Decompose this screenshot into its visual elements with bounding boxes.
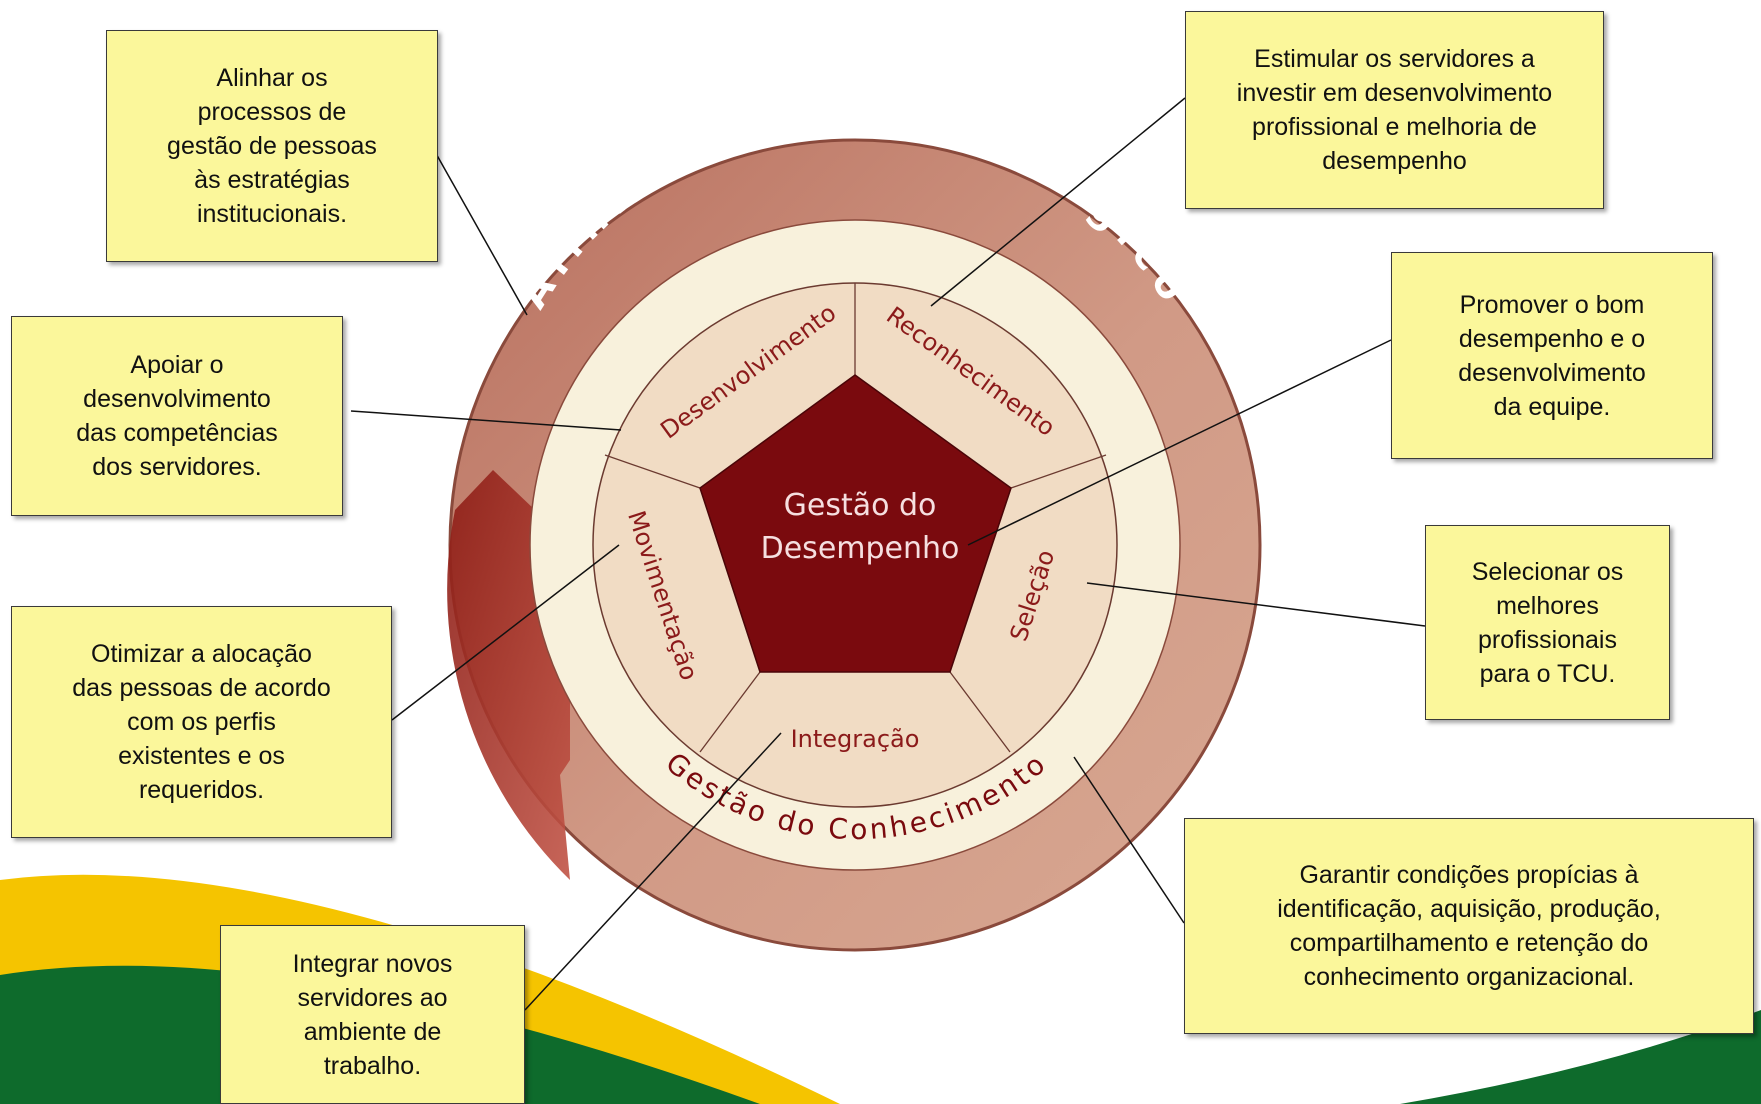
connector-selecionar [1086,582,1426,627]
connector-apoiar [350,410,622,431]
center-pentagon [699,374,1012,673]
callout-alinhar-text: Alinhar os processos de gestão de pessoa… [167,64,377,228]
divider-right [1010,454,1107,489]
callout-estimular-text: Estimular os servidores a investir em de… [1236,45,1553,175]
callout-apoiar: Apoiar o desenvolvimento das competência… [11,316,343,516]
segment-label-integracao: Integração [791,725,920,753]
callout-promover: Promover o bom desempenho e o desenvolvi… [1391,252,1713,459]
center-title-line1: Gestão do [784,488,937,523]
callout-garantir: Garantir condições propícias à identific… [1184,818,1754,1034]
arrow-band [447,470,570,880]
connector-otimizar [391,544,620,721]
callout-alinhar: Alinhar os processos de gestão de pessoa… [106,30,438,262]
callout-promover-text: Promover o bom desempenho e o desenvolvi… [1458,290,1646,421]
callout-otimizar-text: Otimizar a alocação das pessoas de acord… [72,640,331,804]
center-title-line2: Desempenho [761,531,960,566]
connector-estimular [930,97,1186,307]
callout-otimizar: Otimizar a alocação das pessoas de acord… [11,606,392,838]
callout-integrar-text: Integrar novos servidores ao ambiente de… [292,949,453,1080]
callout-garantir-text: Garantir condições propícias à identific… [1277,861,1661,991]
brand-swoosh-right [1400,1010,1761,1104]
callout-integrar: Integrar novos servidores ao ambiente de… [220,925,525,1104]
divider-bottom-left [699,671,761,753]
callout-estimular: Estimular os servidores a investir em de… [1185,11,1604,209]
connector-integrar [524,732,782,1011]
connector-garantir [1073,756,1185,924]
callout-selecionar-text: Selecionar os melhores profissionais par… [1471,557,1624,688]
connector-alinhar [433,149,528,316]
connector-promover [967,339,1392,546]
divider-left [604,454,701,489]
divider-bottom-right [949,671,1011,753]
callout-apoiar-text: Apoiar o desenvolvimento das competência… [76,351,278,481]
callout-selecionar: Selecionar os melhores profissionais par… [1425,525,1670,720]
